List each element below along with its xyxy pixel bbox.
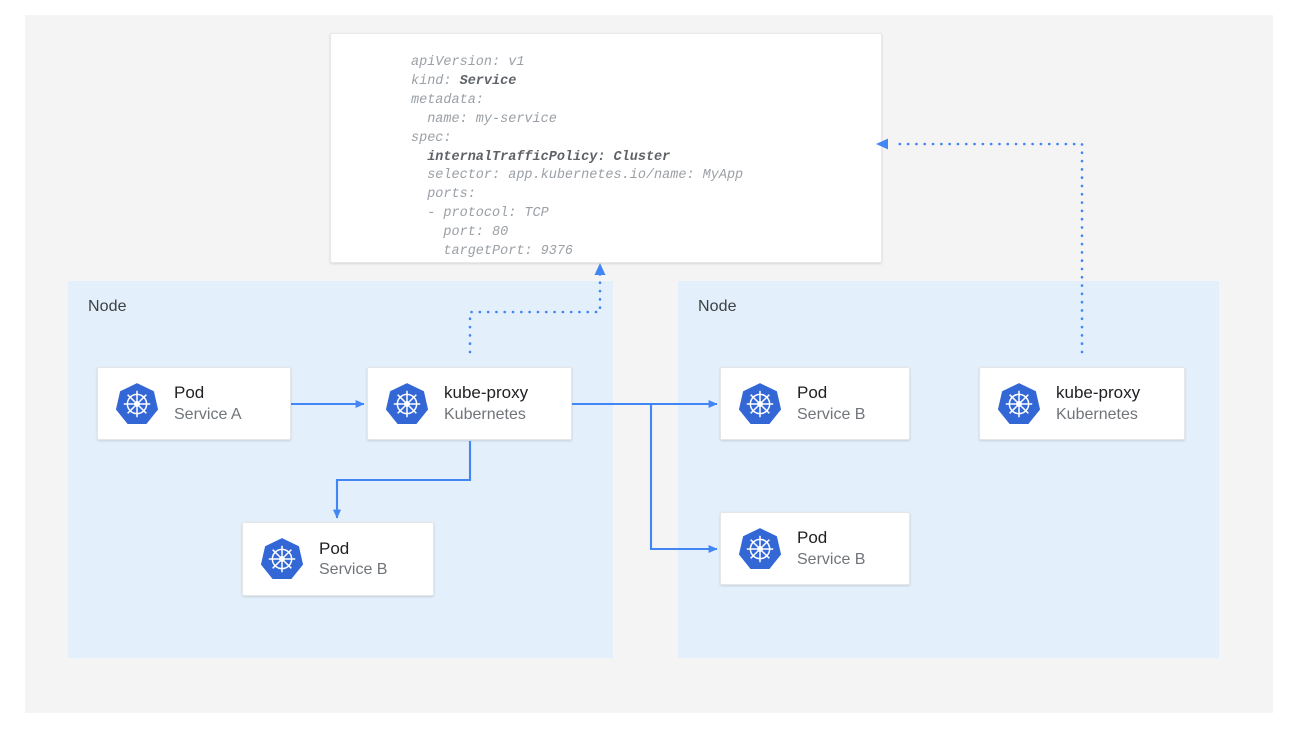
card-subtitle: Kubernetes bbox=[1056, 405, 1138, 423]
node-label-left: Node bbox=[88, 298, 127, 315]
card-title: Pod bbox=[797, 383, 828, 403]
card-subtitle: Service B bbox=[797, 405, 866, 423]
kubernetes-logo-icon bbox=[260, 538, 304, 580]
service-manifest-card: apiVersion: v1 kind: Service metadata: n… bbox=[330, 33, 882, 263]
kubernetes-logo-icon bbox=[997, 382, 1041, 424]
kube-proxy-card-right[interactable]: kube-proxy Kubernetes bbox=[979, 367, 1185, 440]
card-title: Pod bbox=[797, 528, 828, 548]
card-title: kube-proxy bbox=[1056, 383, 1141, 403]
card-title: Pod bbox=[319, 538, 350, 558]
node-container-left bbox=[68, 281, 613, 658]
card-title: kube-proxy bbox=[444, 383, 529, 403]
kubernetes-logo-icon bbox=[738, 382, 782, 424]
kube-proxy-card-left[interactable]: kube-proxy Kubernetes bbox=[367, 367, 572, 440]
kubernetes-logo-icon bbox=[385, 382, 429, 424]
pod-card-service-b-left[interactable]: Pod Service B bbox=[242, 522, 434, 596]
card-subtitle: Service B bbox=[797, 550, 866, 568]
card-subtitle: Kubernetes bbox=[444, 405, 526, 423]
node-container-right bbox=[678, 281, 1219, 658]
card-subtitle: Service A bbox=[174, 405, 242, 423]
diagram-canvas: Node Node apiVersion: v1 kind: Service m… bbox=[25, 15, 1273, 713]
card-title: Pod bbox=[174, 383, 205, 403]
pod-card-service-b-right-top[interactable]: Pod Service B bbox=[720, 367, 910, 440]
service-manifest-code: apiVersion: v1 kind: Service metadata: n… bbox=[411, 55, 744, 260]
card-subtitle: Service B bbox=[319, 561, 388, 579]
kubernetes-logo-icon bbox=[115, 382, 159, 424]
pod-card-service-a[interactable]: Pod Service A bbox=[97, 367, 291, 440]
pod-card-service-b-right-bottom[interactable]: Pod Service B bbox=[720, 512, 910, 585]
node-label-right: Node bbox=[698, 298, 737, 315]
kubernetes-logo-icon bbox=[738, 527, 782, 569]
